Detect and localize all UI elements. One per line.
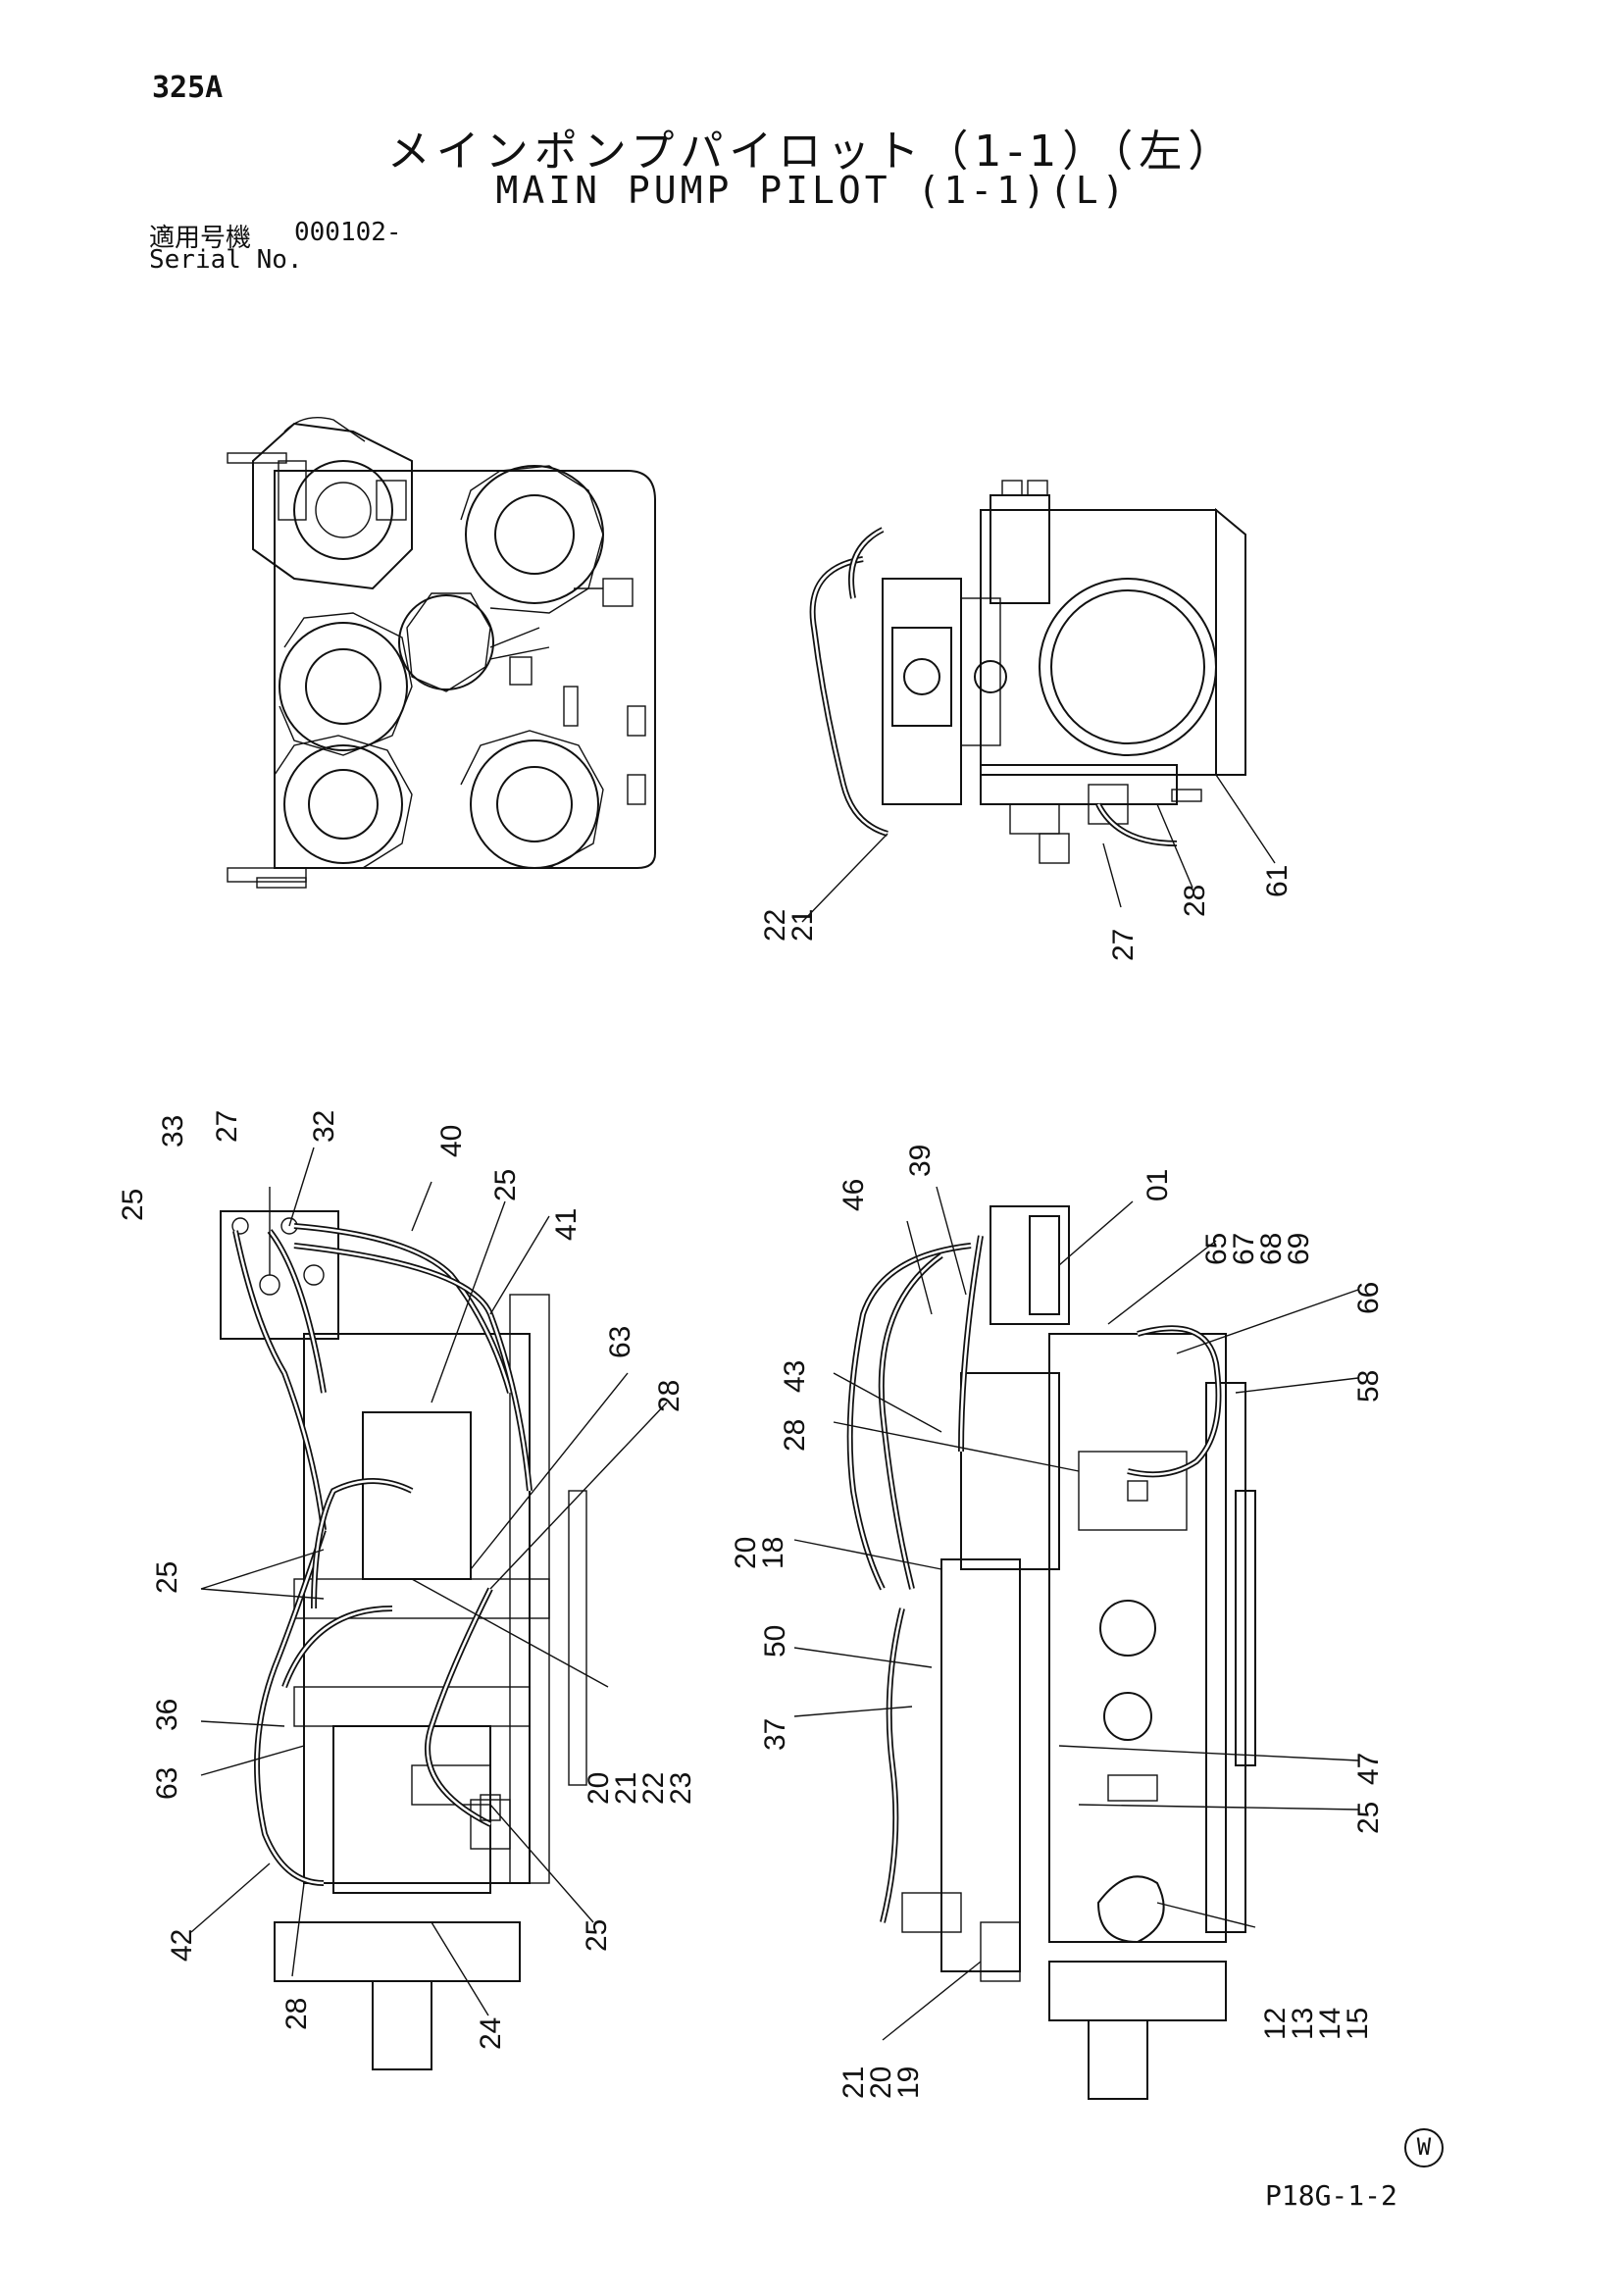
callout-label: 32 [308,1110,340,1143]
callout-label: 43 [779,1360,811,1393]
callout-label: 12131415 [1259,2008,1374,2040]
callout-label: 27 [1107,929,1140,961]
callout-label: 24 [475,2017,507,2050]
callout-label: 50 [759,1625,791,1658]
callout-label: 25 [1352,1802,1385,1834]
callout-label: 63 [151,1767,183,1800]
callout-label: 39 [904,1145,937,1177]
watermark-symbol: W [1404,2128,1444,2168]
callout-label: 33 [157,1115,189,1148]
callout-label: 28 [1179,885,1211,917]
callout-label: 47 [1352,1753,1385,1785]
callout-label: 2221 [759,909,819,942]
page-title: MAIN PUMP PILOT (1-1)(L) [495,169,1129,212]
callout-label: 25 [151,1561,183,1594]
callout-label: 01 [1142,1169,1174,1201]
callout-label: 40 [435,1125,468,1157]
callout-label: 37 [759,1718,791,1751]
page-title-japanese: メインポンプパイロット（1-1）（左） [386,127,1238,177]
callout-label: 2018 [730,1537,789,1569]
serial-label: Serial No. [149,245,303,275]
callout-label: 42 [166,1929,198,1962]
leader-lines [190,774,1359,2041]
callout-label: 28 [653,1380,685,1412]
reference-code: P18G-1-2 [1265,2179,1397,2212]
callout-label: 41 [550,1208,583,1241]
serial-number-value: 000102- [294,218,402,247]
serial-label-japanese: 適用号機 [149,224,252,253]
callouts-bottom-right: 46 39 01 65676869 66 58 43 28 2018 50 37… [730,1145,1385,2099]
view-bottom-right [846,1205,1256,2100]
callout-label: 46 [837,1179,870,1211]
view-bottom-left [220,1210,587,2070]
view-top-right [809,480,1246,864]
callout-label: 25 [117,1189,149,1221]
callout-label: 25 [581,1919,613,1952]
callout-label: 28 [280,1998,313,2030]
callout-label: 66 [1352,1282,1385,1314]
page-code: 325A [152,71,224,105]
callout-label: 25 [489,1169,522,1201]
callouts-top-right: 2221 27 28 61 [759,865,1294,961]
callout-label: 212019 [837,2066,925,2099]
callouts-bottom-left: 25 33 27 32 40 25 41 63 28 25 20212223 3… [117,1110,697,2050]
callout-label: 20212223 [583,1772,697,1805]
callout-label: 65676869 [1200,1233,1315,1265]
callout-label: 28 [779,1419,811,1452]
callout-label: 27 [211,1110,243,1143]
callout-label: 61 [1261,865,1294,897]
callout-label: 36 [151,1699,183,1731]
view-top-left [227,417,656,889]
callout-label: 63 [604,1326,636,1358]
callout-label: 58 [1352,1370,1385,1403]
